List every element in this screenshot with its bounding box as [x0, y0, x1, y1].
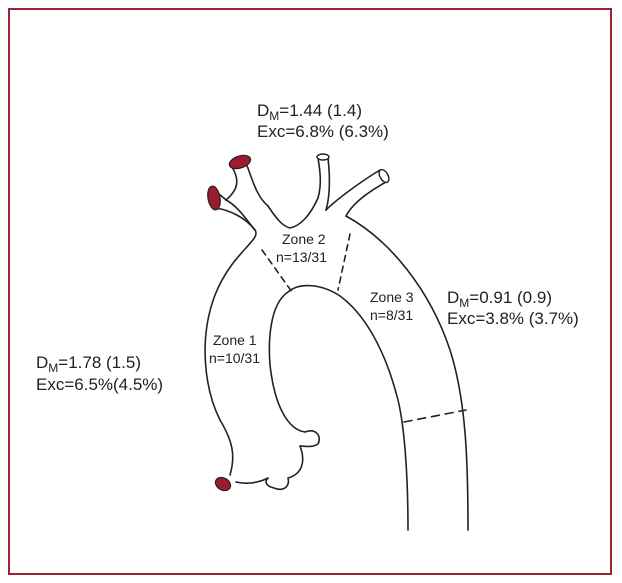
right-branch-vessel [325, 169, 387, 217]
vessel-cap-left [207, 185, 221, 211]
zone-divider-right [337, 233, 351, 291]
zone-divider-descending [403, 409, 467, 423]
zone3-exc-text: Exc=3.8% (3.7%) [447, 309, 579, 328]
vessel-cap-central [316, 153, 330, 161]
descending-aorta-outer-wall [345, 215, 469, 531]
central-branch-vessel [267, 157, 331, 229]
zone1-n: n=10/31 [209, 350, 260, 366]
aortic-root-contour [235, 445, 304, 491]
root-bulge [299, 430, 321, 448]
zone3-label: Zone 3 [370, 289, 414, 305]
zone1-exc-text: Exc=6.5%(4.5%) [36, 375, 163, 394]
inner-curvature [268, 284, 409, 531]
zone2-dm-text: DM=1.44 (1.4) [257, 101, 362, 123]
zone3-n: n=8/31 [370, 307, 413, 323]
vessel-cap-top-left [228, 154, 252, 170]
zone1-dm-text: DM=1.78 (1.5) [36, 353, 141, 375]
zone2-label: Zone 2 [282, 231, 326, 247]
vessel-cap-bottom [214, 476, 232, 492]
zone1-label: Zone 1 [213, 332, 257, 348]
vessel-cap-right [378, 168, 390, 184]
zone2-n: n=13/31 [276, 249, 327, 265]
zone2-exc-text: Exc=6.8% (6.3%) [257, 122, 389, 141]
zone3-dm-text: DM=0.91 (0.9) [447, 288, 552, 310]
left-top-branch [225, 162, 269, 207]
figure-frame [8, 8, 612, 575]
zone-divider-left [261, 249, 293, 293]
